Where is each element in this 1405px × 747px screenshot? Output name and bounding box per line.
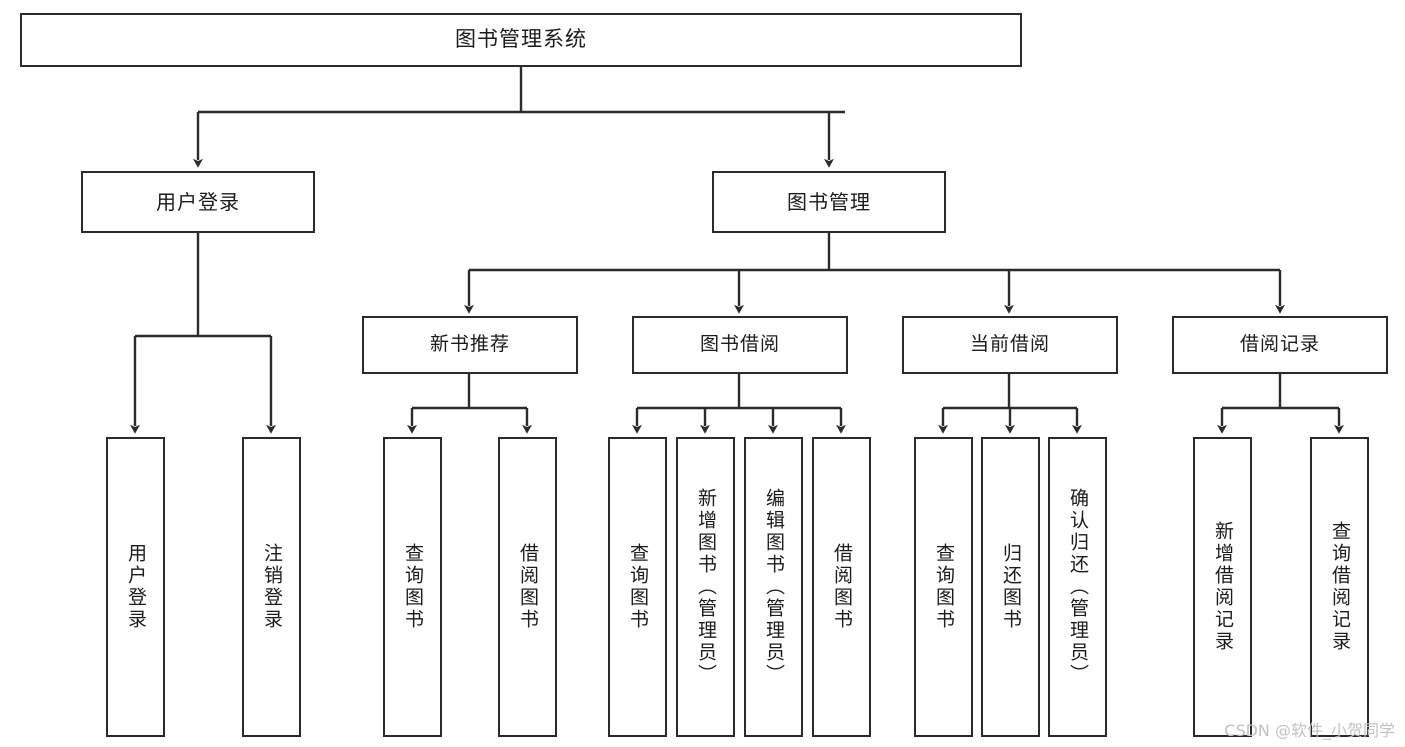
leaf-borrow-book[interactable]: 借阅图书 (812, 437, 871, 737)
node-system-root[interactable]: 图书管理系统 (20, 13, 1022, 67)
leaf-add-borrow-record[interactable]: 新增借阅记录 (1193, 437, 1252, 737)
node-label: 借阅图书 (517, 543, 539, 631)
node-label: 借阅图书 (831, 543, 853, 631)
leaf-query-borrow-record[interactable]: 查询借阅记录 (1310, 437, 1369, 737)
leaf-borrow-book-recommend[interactable]: 借阅图书 (498, 437, 557, 737)
node-current-borrow[interactable]: 当前借阅 (902, 316, 1118, 374)
node-new-book-recommend[interactable]: 新书推荐 (362, 316, 578, 374)
node-label: 编辑图书（管理员） (763, 488, 785, 686)
node-label: 新书推荐 (429, 333, 510, 356)
node-user-login[interactable]: 用户登录 (81, 171, 315, 233)
node-label: 查询图书 (933, 543, 955, 631)
node-book-borrow[interactable]: 图书借阅 (632, 316, 848, 374)
node-label: 注销登录 (261, 543, 283, 631)
node-label: 新增借阅记录 (1212, 521, 1234, 653)
leaf-edit-book-admin[interactable]: 编辑图书（管理员） (744, 437, 803, 737)
node-label: 用户登录 (156, 189, 240, 214)
node-label: 查询图书 (627, 543, 649, 631)
node-label: 图书管理系统 (455, 27, 587, 52)
node-label: 当前借阅 (969, 333, 1050, 356)
leaf-return-book[interactable]: 归还图书 (981, 437, 1040, 737)
leaf-confirm-return-admin[interactable]: 确认归还（管理员） (1048, 437, 1107, 737)
node-label: 查询图书 (402, 543, 424, 631)
leaf-user-login[interactable]: 用户登录 (106, 437, 165, 737)
node-label: 确认归还（管理员） (1067, 488, 1089, 686)
node-label: 查询借阅记录 (1329, 521, 1351, 653)
leaf-query-book-recommend[interactable]: 查询图书 (383, 437, 442, 737)
node-label: 新增图书（管理员） (695, 488, 717, 686)
leaf-add-book-admin[interactable]: 新增图书（管理员） (676, 437, 735, 737)
csdn-watermark: CSDN @软件_小贺同学 (1224, 721, 1395, 740)
node-borrow-record[interactable]: 借阅记录 (1172, 316, 1388, 374)
leaf-query-book-borrow[interactable]: 查询图书 (608, 437, 667, 737)
leaf-logout[interactable]: 注销登录 (242, 437, 301, 737)
node-label: 归还图书 (1000, 543, 1022, 631)
node-book-management[interactable]: 图书管理 (712, 171, 946, 233)
node-label: 图书管理 (787, 189, 871, 214)
leaf-query-book-current[interactable]: 查询图书 (914, 437, 973, 737)
node-label: 图书借阅 (699, 333, 780, 356)
node-label: 借阅记录 (1239, 333, 1320, 356)
node-label: 用户登录 (125, 543, 147, 631)
